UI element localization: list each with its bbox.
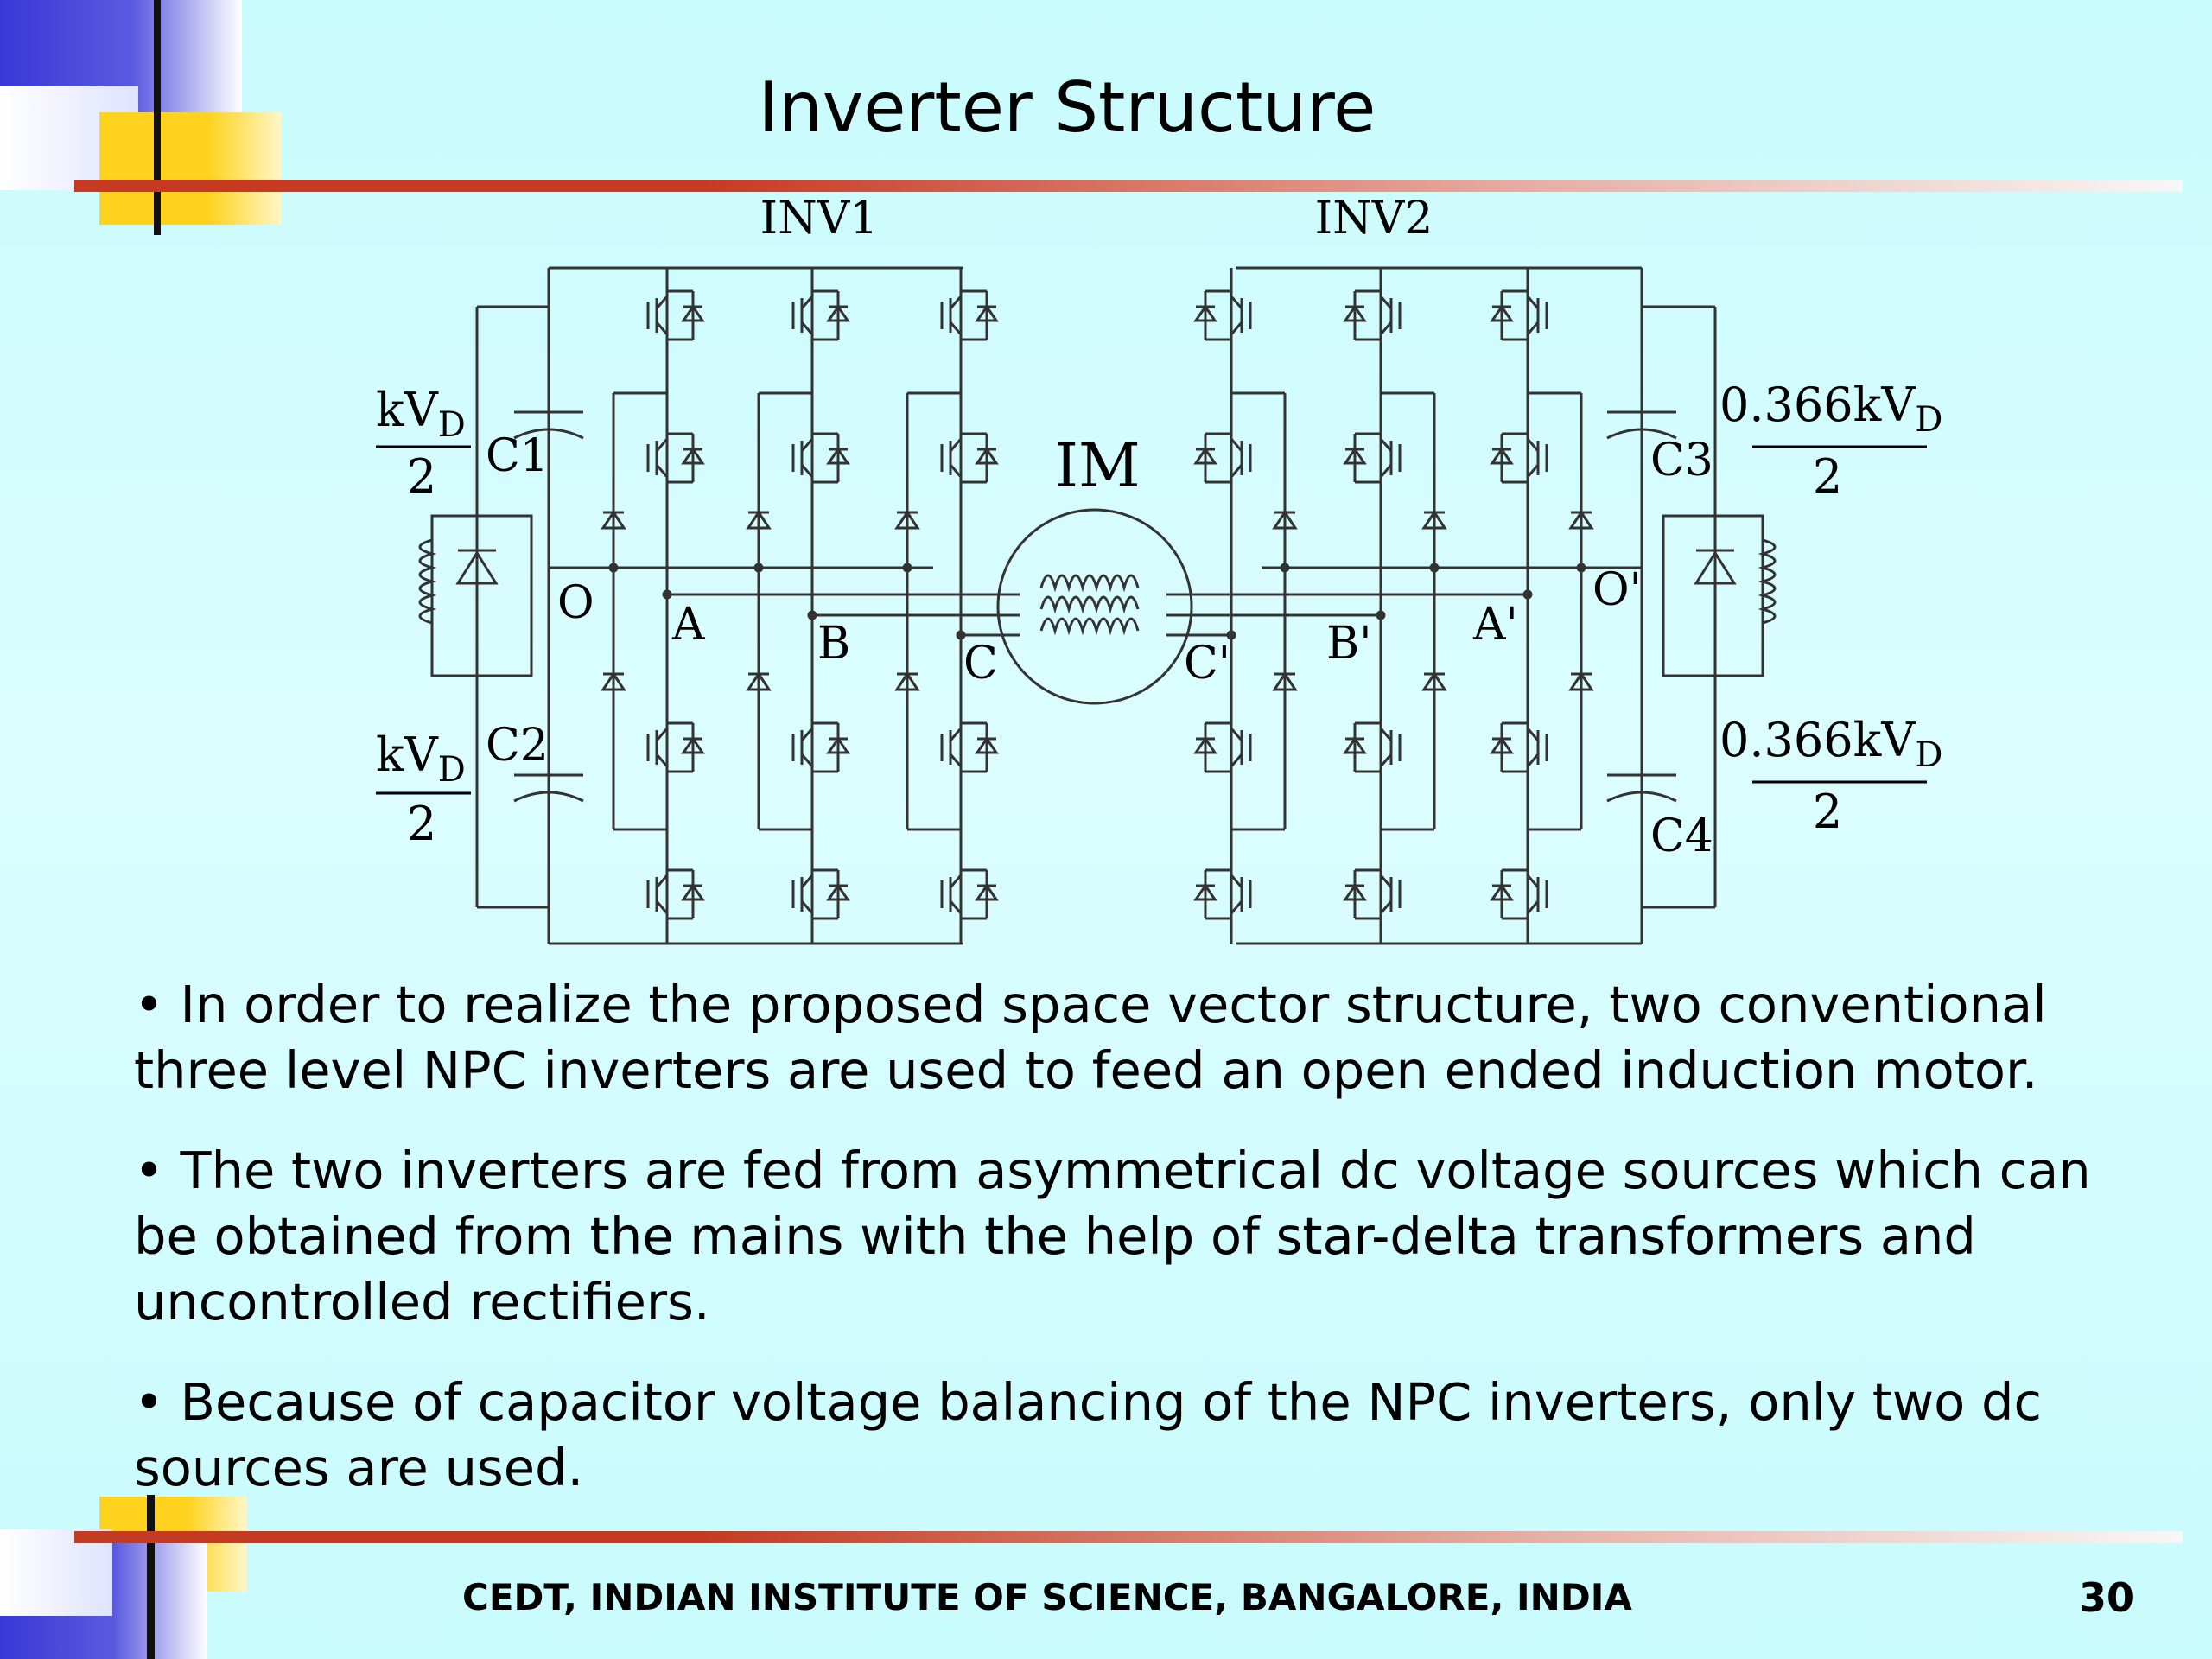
svg-text:kVD: kVD [376,383,466,445]
label-neutral-left: O [557,577,594,629]
svg-text:2: 2 [407,449,436,504]
footer-text: CEDT, INDIAN INSTITUTE OF SCIENCE, BANGA… [462,1576,1632,1618]
label-neutral-right: O' [1592,564,1642,616]
left-lower-voltage: kVD 2 [376,728,471,851]
svg-text:0.366kVD: 0.366kVD [1719,378,1942,440]
svg-text:2: 2 [1813,449,1842,504]
label-c1: C1 [486,430,549,482]
right-upper-voltage: 0.366kVD 2 [1719,378,1942,504]
left-upper-voltage: kVD 2 [376,383,471,504]
circuit-wiring [418,266,1777,945]
label-phase-a-prime: A' [1472,599,1518,651]
svg-text:2: 2 [407,797,436,851]
label-c3: C3 [1650,435,1713,486]
label-inv2: INV2 [1315,194,1433,245]
label-phase-b: B [817,618,850,670]
bullet-item: • The two inverters are fed from asymmet… [134,1141,2091,1332]
label-motor: IM [1054,430,1140,501]
label-phase-c: C [963,638,998,690]
svg-text:2: 2 [1813,785,1842,839]
deco-black-vline-top [154,0,161,235]
deco-yellow-square-top [99,112,281,225]
svg-text:kVD: kVD [376,728,466,790]
label-phase-b-prime: B' [1326,618,1372,670]
label-c2: C2 [486,720,549,772]
inverter-circuit-diagram: INV1 INV2 IM kVD 2 kVD 2 0.366kVD 2 0.36… [376,194,1942,945]
inverter-legs [601,268,1594,944]
bullet-item: • Because of capacitor voltage balancing… [134,1372,2042,1497]
footer-rule [74,1531,2183,1543]
header-rule [74,180,2183,192]
bullet-list: • In order to realize the proposed space… [134,972,2121,1535]
deco-white-square-bottom [0,1529,112,1616]
label-phase-c-prime: C' [1184,638,1230,690]
label-c4: C4 [1650,810,1713,862]
deco-black-vline-bottom [147,1495,155,1659]
label-inv1: INV1 [760,194,879,245]
slide-title: Inverter Structure [758,67,1376,148]
svg-text:0.366kVD: 0.366kVD [1719,713,1942,775]
bullet-item: • In order to realize the proposed space… [134,975,2047,1100]
right-lower-voltage: 0.366kVD 2 [1719,713,1942,839]
page-number: 30 [2078,1574,2134,1621]
label-phase-a: A [671,599,706,651]
